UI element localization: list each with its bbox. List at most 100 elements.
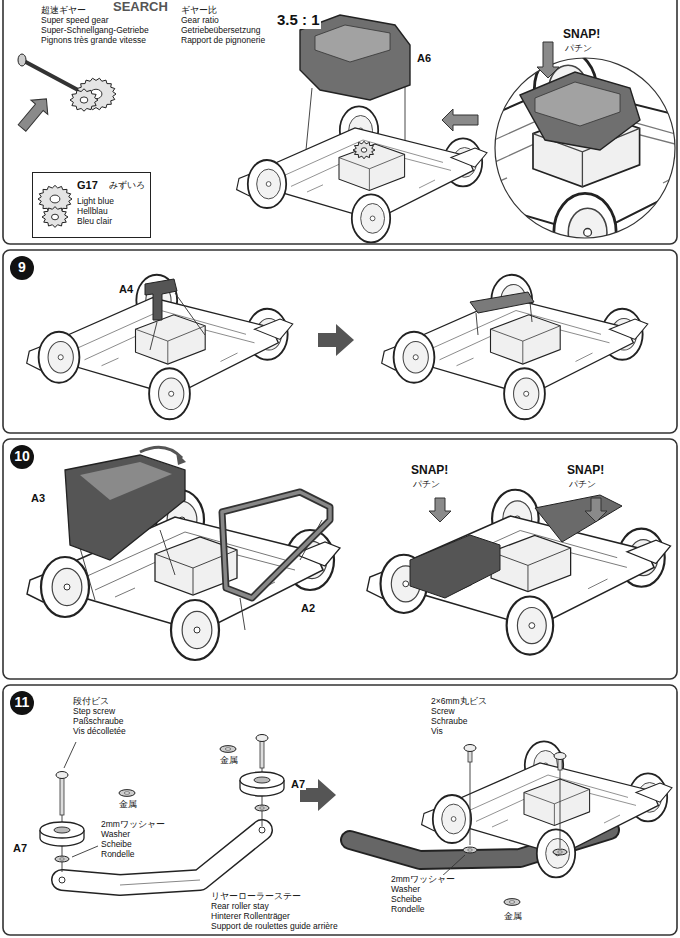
wheel-hub — [529, 623, 535, 629]
washer-hole — [124, 792, 130, 794]
motor-edge — [524, 789, 590, 825]
guide-line — [405, 82, 406, 140]
stay-hole — [59, 877, 65, 883]
detail-view — [367, 50, 680, 271]
washer-hole — [225, 748, 231, 750]
wheel-rim — [182, 611, 212, 648]
motor — [491, 535, 571, 591]
part-label: Gear ratio — [180, 16, 220, 25]
wheel-hub — [524, 391, 529, 396]
part-a2 — [535, 495, 622, 542]
wheel-rim — [52, 568, 82, 605]
wheel-rim — [546, 839, 570, 869]
direction-arrow — [585, 498, 607, 522]
part-label: Scheibe — [390, 895, 423, 904]
part-label: Washer — [100, 830, 131, 839]
part-label: 2mmワッシャー — [390, 875, 456, 884]
tire — [507, 596, 554, 654]
guide-line — [470, 752, 471, 845]
wheel-hub — [169, 391, 174, 396]
part-label: Getriebeübersetzung — [180, 26, 261, 35]
gear — [353, 141, 375, 159]
chassis — [422, 741, 672, 877]
washer-hole — [468, 849, 473, 851]
chassis — [367, 50, 680, 271]
direction-arrow — [442, 109, 478, 131]
rear-roller-stay — [62, 830, 262, 885]
direction-arrow — [14, 92, 55, 135]
node-text: Hellblau — [77, 207, 108, 216]
guide-line — [530, 302, 532, 322]
part-label: Rondelle — [100, 850, 136, 859]
snap-note: SNAP! — [566, 464, 605, 477]
stay-hole — [259, 827, 265, 833]
arrow-shape — [14, 92, 55, 135]
rear-bumper — [451, 148, 487, 167]
tire — [537, 829, 575, 877]
part-label: Step screw — [72, 707, 116, 716]
wheel-rim — [568, 208, 607, 256]
node-text: Light blue — [77, 197, 114, 206]
tire — [149, 368, 190, 419]
detail-outline — [495, 58, 675, 238]
screw-head — [56, 772, 68, 779]
chassis — [237, 106, 487, 242]
snap-note: SNAP! — [562, 28, 601, 41]
wheel-hub — [58, 355, 63, 360]
part-label: 段付ビス — [72, 697, 110, 706]
direction-arrow — [429, 498, 451, 522]
wheel-hub — [370, 216, 375, 221]
arrow-shape — [537, 42, 559, 78]
guide-line — [175, 293, 205, 335]
part-label: ギヤー比 — [180, 6, 218, 15]
chassis-rib — [76, 311, 255, 366]
rear-bumper — [255, 319, 293, 339]
tire — [41, 557, 89, 617]
wheel-hub — [584, 229, 592, 237]
part-number: A3 — [30, 492, 46, 504]
motor-edge — [136, 326, 206, 364]
tire — [248, 160, 286, 208]
gear — [70, 89, 98, 111]
color-chip-box: G17みずいろLight blueHellblauBleu clair — [32, 172, 151, 238]
node-heading: 9 — [18, 260, 26, 275]
gear-icon — [33, 173, 77, 237]
guide-line — [160, 530, 175, 575]
part-label: Pignons très grande vitesse — [40, 36, 147, 45]
gear — [42, 207, 68, 228]
gear-ratio: 3.5 : 1 — [276, 12, 321, 29]
step-number: 9 — [10, 256, 34, 280]
shaft-head — [18, 54, 26, 66]
part-a3 — [65, 455, 185, 560]
wheel-rim — [159, 378, 184, 410]
step-panel — [3, 439, 677, 679]
washer — [55, 856, 69, 862]
chassis-rib — [431, 311, 610, 366]
tire — [554, 193, 616, 271]
rear-bumper — [610, 319, 648, 339]
part-label: Screw — [430, 707, 456, 716]
tire — [171, 600, 219, 660]
stay-detail — [120, 880, 200, 885]
arrow-shape — [429, 498, 451, 522]
body-cover — [520, 72, 640, 150]
tire — [352, 194, 390, 242]
node-heading: G17 — [77, 179, 98, 191]
part-label: パチン — [412, 480, 441, 490]
gear-boss — [80, 97, 88, 103]
screw-shaft — [260, 738, 264, 768]
rotate-arrow — [140, 447, 182, 458]
gear-boss — [50, 195, 60, 203]
step-number: 10 — [10, 445, 34, 469]
rear-bumper — [636, 783, 672, 802]
washer-hole — [60, 858, 65, 860]
rotate-arrow-head — [176, 452, 186, 465]
part-label: Schraube — [430, 717, 468, 726]
part-label: Rapport de pignonerie — [180, 36, 266, 45]
washer-hole — [260, 807, 265, 809]
snap-note: SNAP! — [410, 464, 449, 477]
screw-shaft — [60, 775, 64, 815]
guide-line — [240, 598, 245, 630]
washer — [504, 899, 520, 906]
